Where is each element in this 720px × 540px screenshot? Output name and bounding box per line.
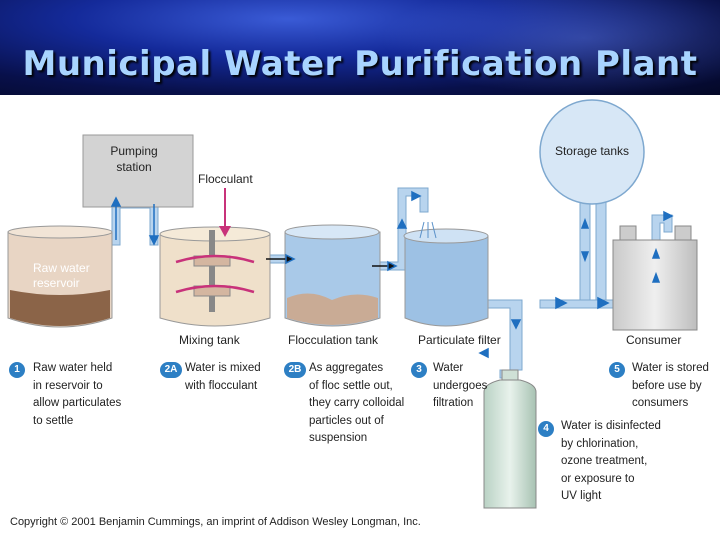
step-1-line: Raw water held: [33, 362, 113, 374]
step-1-line: allow particulates: [33, 397, 122, 409]
particulate-filter-label: Particulate filter: [418, 333, 501, 347]
consumer-label: Consumer: [626, 333, 682, 347]
step-caption-2b: As aggregates of floc settle out, they c…: [309, 360, 404, 448]
step-badge-4: 4: [538, 421, 554, 437]
step-badge-2b: 2B: [284, 362, 306, 378]
raw-water-reservoir-label-1: Raw water: [33, 261, 90, 275]
step-5-line: consumers: [632, 397, 689, 409]
step-caption-1: Raw water held in reservoir to allow par…: [33, 360, 121, 430]
step-2a-line: Water is mixed: [185, 362, 261, 374]
pipe-to-consumer: [651, 214, 673, 241]
raw-water-reservoir: [7, 225, 113, 328]
step-badge-2a: 2A: [160, 362, 182, 378]
flocculation-tank-label: Flocculation tank: [288, 333, 379, 347]
step-4-line: or exposure to: [561, 472, 635, 485]
step-3-line: Water: [433, 362, 464, 374]
step-2b-line: As aggregates: [309, 362, 384, 374]
step-badge-3: 3: [411, 362, 427, 378]
step-2b-line: suspension: [309, 432, 368, 444]
step-4-line: by chlorination,: [561, 437, 639, 450]
pumping-station-label-2: station: [116, 160, 151, 174]
title-banner: Municipal Water Purification Plant: [0, 0, 720, 95]
particulate-filter: [403, 221, 489, 327]
step-2b-line: they carry colloidal: [309, 397, 405, 409]
pumping-station-box: [82, 134, 194, 208]
step-1-line: in reservoir to: [33, 379, 103, 392]
mixing-tank-label: Mixing tank: [179, 333, 240, 347]
step-4-line: UV light: [561, 490, 602, 502]
step-3-line: filtration: [433, 397, 474, 409]
pipe-storage-right: [595, 199, 607, 301]
copyright-notice: Copyright © 2001 Benjamin Cummings, an i…: [10, 516, 421, 528]
step-badge-5: 5: [609, 362, 625, 378]
step-4-line: ozone treatment,: [561, 455, 648, 467]
flocculation-tank: [284, 224, 381, 327]
pipe-floc-to-filter: [369, 187, 429, 271]
step-5-line: before use by: [632, 379, 702, 392]
disinfection-bottle: [483, 369, 537, 509]
step-3-line: undergoes: [433, 379, 488, 392]
step-1-line: to settle: [33, 414, 74, 427]
step-5-line: Water is stored: [632, 362, 709, 374]
step-4-line: Water is disinfected: [561, 420, 661, 432]
step-caption-3: Water undergoes filtration: [433, 360, 487, 413]
pumping-station-label-1: Pumping: [110, 144, 157, 158]
step-2a-line: with flocculant: [185, 379, 258, 392]
step-2b-line: of floc settle out,: [309, 379, 393, 392]
flocculant-label: Flocculant: [198, 172, 253, 186]
raw-water-reservoir-label-2: reservoir: [33, 276, 80, 290]
flow-arrows: [110, 190, 674, 359]
step-badge-1: 1: [9, 362, 25, 378]
step-caption-4: Water is disinfected by chlorination, oz…: [561, 418, 661, 506]
storage-tanks-label: Storage tanks: [555, 144, 629, 158]
step-caption-2a: Water is mixed with flocculant: [185, 360, 261, 395]
storage-tank: [539, 99, 645, 205]
raw-water-reservoir-label: Raw water reservoir: [33, 261, 90, 291]
pipe-storage-left: [579, 199, 591, 301]
flocculant-arrowhead: [219, 226, 231, 237]
step-caption-5: Water is stored before use by consumers: [632, 360, 709, 413]
step-2b-line: particles out of: [309, 414, 384, 427]
page-title: Municipal Water Purification Plant: [22, 44, 698, 84]
mixing-tank: [159, 226, 271, 327]
